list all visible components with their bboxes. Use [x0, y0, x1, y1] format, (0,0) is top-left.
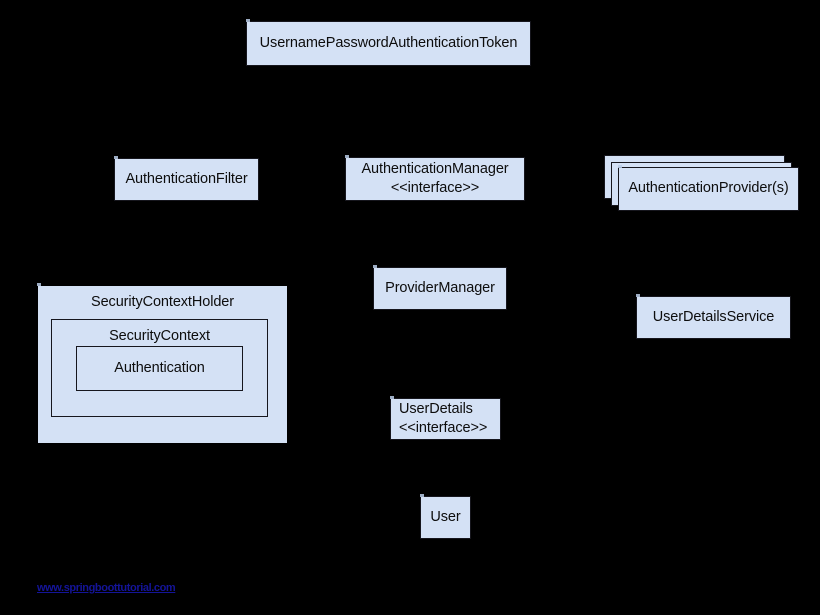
corner-tick-icon	[114, 156, 118, 159]
node-user-details-service[interactable]: UserDetailsService	[636, 294, 791, 339]
corner-tick-icon	[246, 19, 250, 22]
node-label: UserDetails	[399, 400, 473, 417]
corner-tick-icon	[345, 155, 349, 158]
node-security-context-holder[interactable]: SecurityContextHolder SecurityContext Au…	[37, 283, 287, 443]
corner-tick-icon	[390, 396, 394, 399]
node-provider-manager[interactable]: ProviderManager	[373, 265, 507, 310]
node-label: AuthenticationManager	[361, 160, 509, 177]
node-authentication-provider[interactable]: AuthenticationProvider(s)	[618, 165, 799, 211]
node-label: Authentication	[114, 359, 205, 376]
node-label: AuthenticationFilter	[125, 170, 248, 187]
node-user[interactable]: User	[420, 494, 471, 539]
node-authentication-manager[interactable]: AuthenticationManager <<interface>>	[345, 155, 525, 201]
node-label: SecurityContext	[109, 328, 210, 344]
node-security-context[interactable]: SecurityContext Authentication	[51, 319, 268, 417]
node-label: ProviderManager	[385, 279, 495, 296]
node-label: UsernamePasswordAuthenticationToken	[259, 34, 518, 51]
footer-website-link[interactable]: www.springboottutorial.com	[37, 582, 176, 594]
node-label: SecurityContextHolder	[91, 294, 234, 310]
node-stereotype: <<interface>>	[390, 180, 480, 196]
corner-tick-icon	[636, 294, 640, 297]
node-user-details[interactable]: UserDetails <<interface>>	[390, 396, 501, 440]
node-username-password-authentication-token[interactable]: UsernamePasswordAuthenticationToken	[246, 19, 531, 66]
node-stereotype: <<interface>>	[399, 420, 488, 436]
node-label: UserDetailsService	[652, 308, 775, 325]
node-label: User	[430, 508, 461, 525]
corner-tick-icon	[37, 283, 41, 286]
corner-tick-icon	[420, 494, 424, 497]
node-authentication[interactable]: Authentication	[76, 346, 243, 391]
node-label: AuthenticationProvider(s)	[628, 180, 789, 197]
node-authentication-filter[interactable]: AuthenticationFilter	[114, 156, 259, 201]
corner-tick-icon	[373, 265, 377, 268]
